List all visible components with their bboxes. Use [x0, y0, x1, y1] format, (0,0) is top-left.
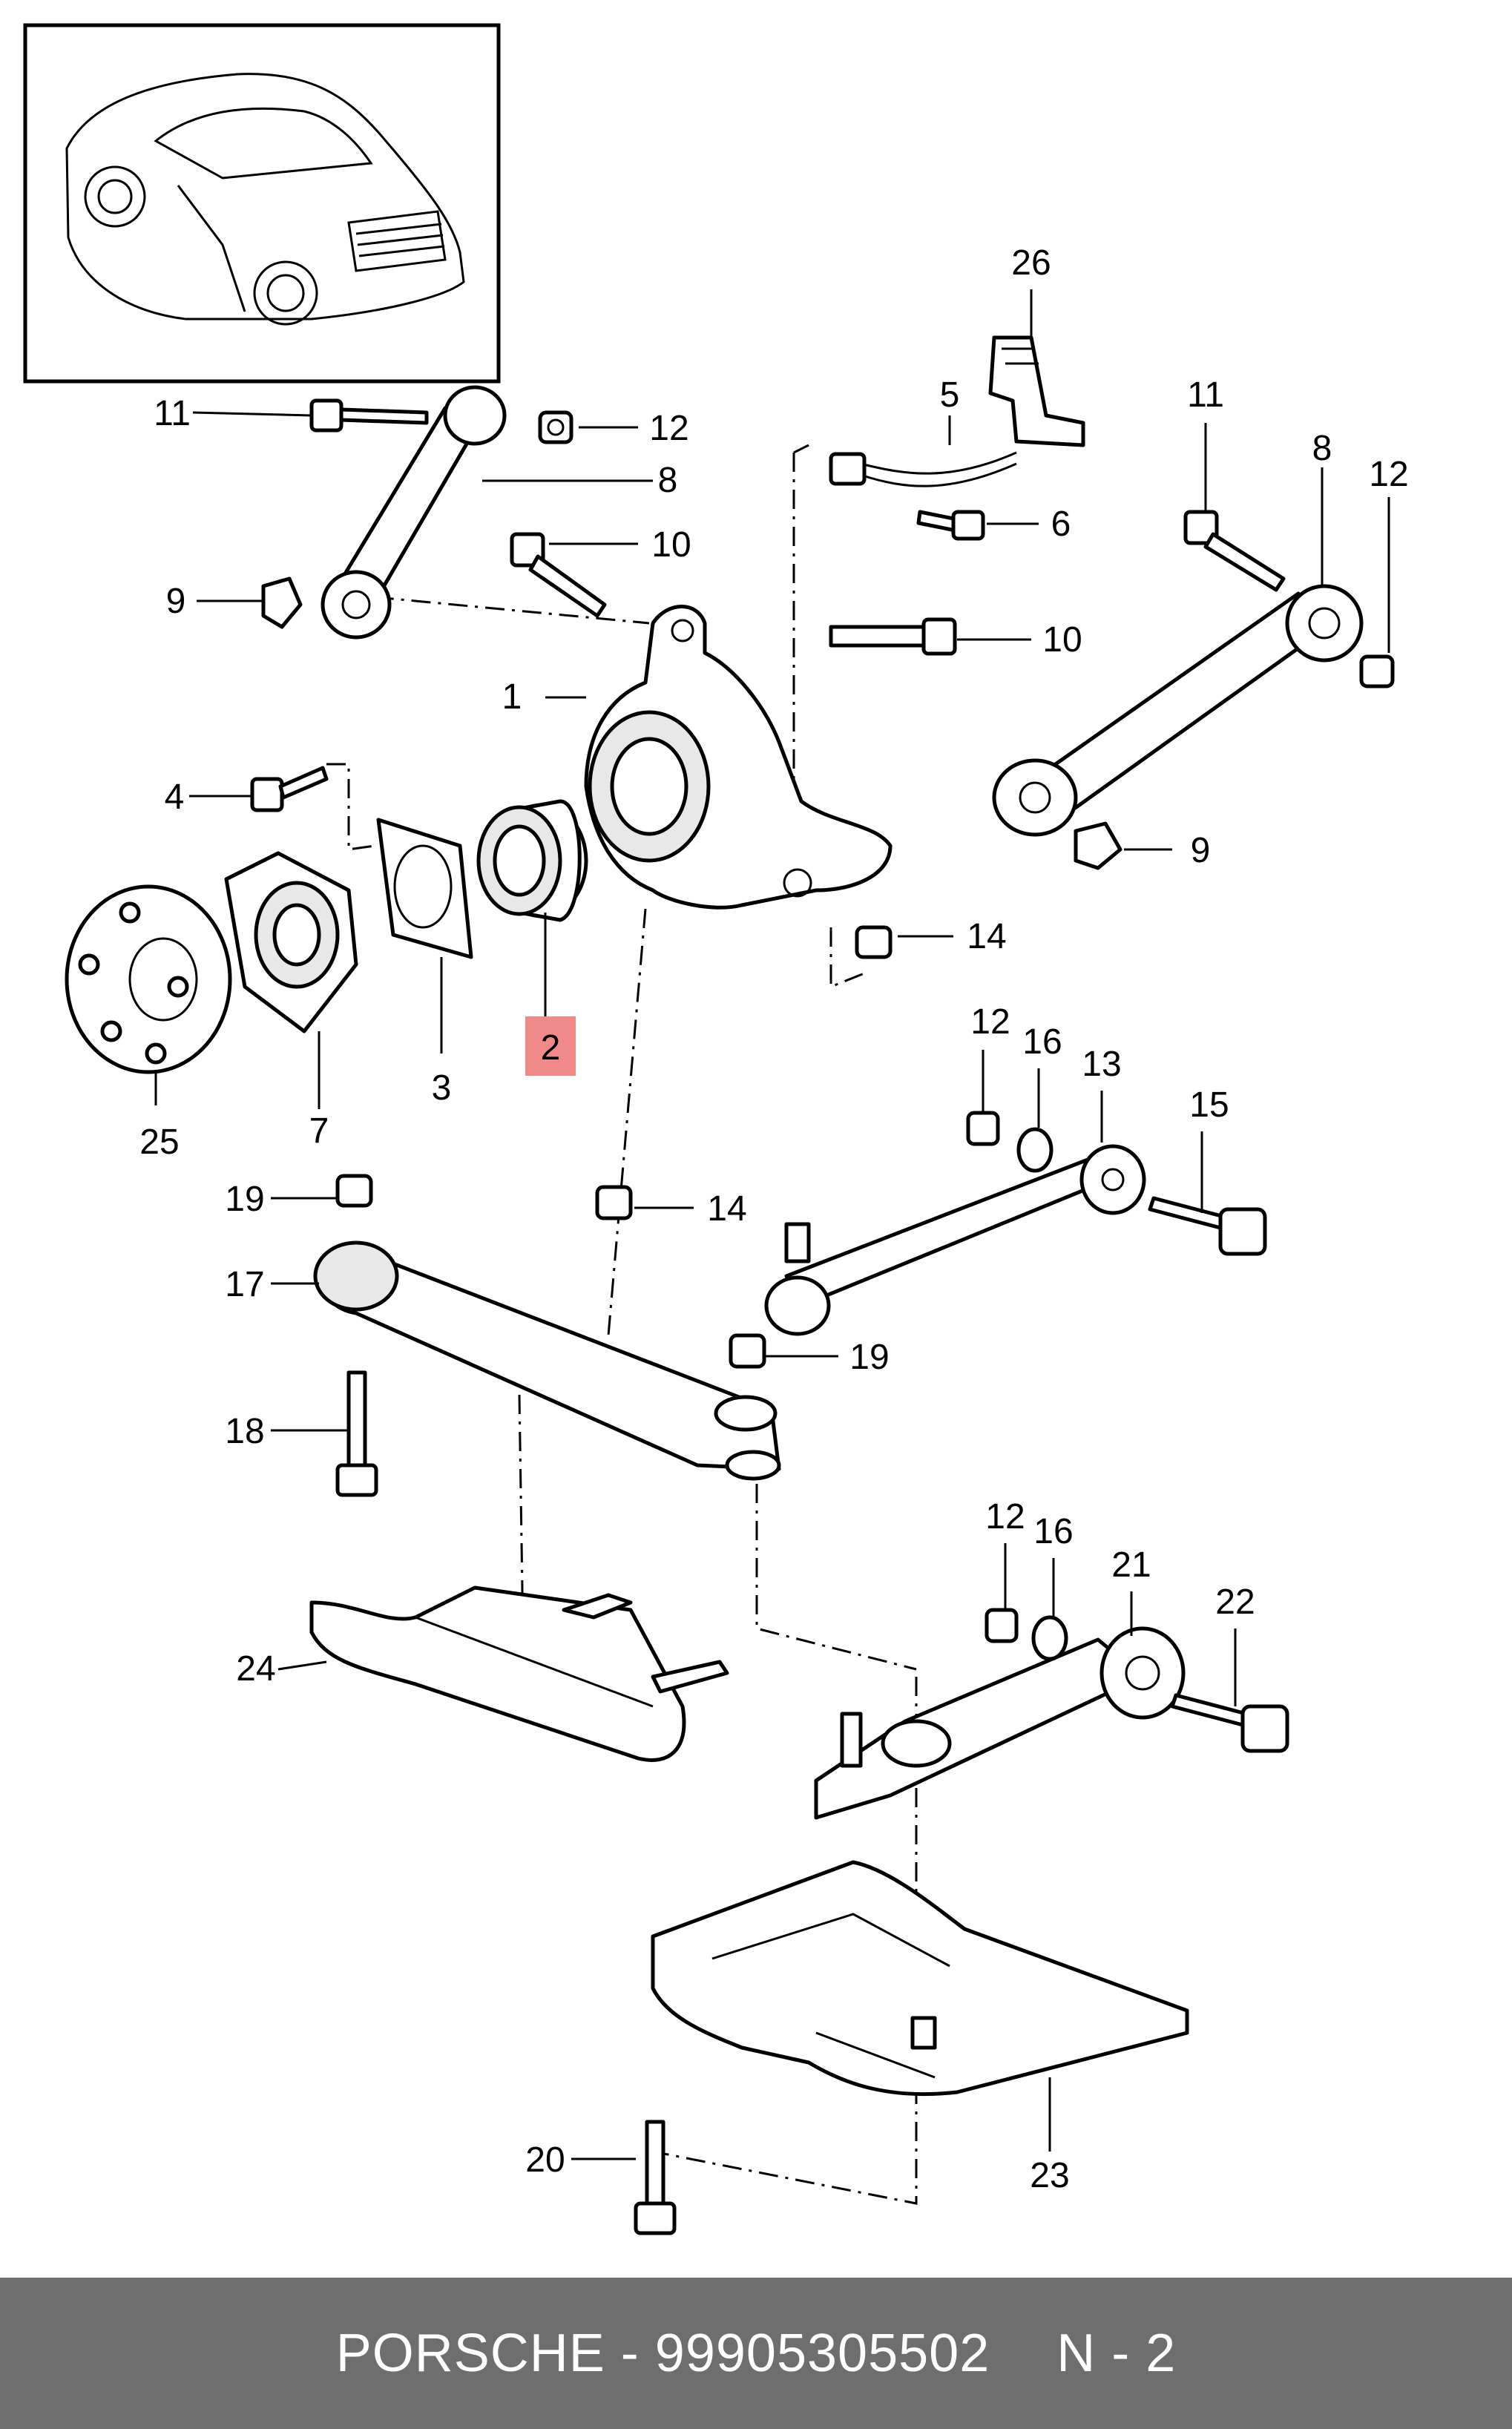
parts-diagram: 1 2 3 4 5 6 7 8 8 9 9 10 10 11 11 12 12 …	[23, 23, 1409, 2235]
nut-12-mid	[966, 1111, 1000, 1146]
callout-9-left: 9	[166, 582, 186, 621]
callout-10-side: 10	[1042, 620, 1082, 660]
callout-11-right: 11	[1187, 375, 1224, 415]
footer-bar: PORSCHE - 99905305502 N - 2	[0, 2278, 1512, 2429]
callout-12-mid: 12	[970, 1002, 1010, 1042]
panel-23	[651, 1860, 1189, 2097]
callout-12-top-left: 12	[649, 409, 688, 448]
callout-1: 1	[502, 677, 522, 717]
callout-6: 6	[1051, 504, 1071, 544]
callout-2-highlight	[525, 1016, 576, 1076]
nut-19-left	[335, 1174, 373, 1208]
callout-16-mid: 16	[1022, 1022, 1062, 1062]
wheel-bearing-2	[476, 799, 588, 922]
callout-21: 21	[1111, 1545, 1151, 1585]
callout-4: 4	[165, 778, 185, 817]
nut-12-right	[1359, 654, 1395, 688]
footer-part-number: 99905305502	[654, 2324, 990, 2383]
callout-17: 17	[225, 1265, 264, 1304]
nut-12-left	[538, 410, 573, 444]
car-inset	[23, 23, 501, 384]
callout-15: 15	[1189, 1085, 1229, 1125]
link-arm-13	[764, 1144, 1146, 1336]
nut-14-middle	[595, 1185, 633, 1220]
footer-page-code: N - 2	[1056, 2324, 1177, 2383]
callout-23: 23	[1030, 2156, 1069, 2195]
callout-19-left: 19	[225, 1180, 264, 1219]
callout-20: 20	[525, 2140, 565, 2180]
callout-11-left: 11	[154, 394, 191, 433]
wheel-carrier	[584, 605, 893, 910]
bolt-10-side	[829, 617, 957, 656]
callout-13: 13	[1082, 1045, 1121, 1084]
washer-16-mid	[1016, 1127, 1054, 1173]
bolt-11-left	[309, 398, 429, 433]
cover-24	[309, 1585, 729, 1762]
callout-22: 22	[1215, 1582, 1255, 1622]
callout-8-left: 8	[658, 461, 678, 500]
bolt-22	[1170, 1693, 1289, 1753]
upper-link-right	[992, 584, 1364, 837]
callout-19-right: 19	[849, 1338, 889, 1377]
upper-link-left	[321, 385, 507, 640]
speed-sensor-5	[829, 451, 1017, 487]
callout-2: 2	[541, 1028, 561, 1068]
bolt-4	[250, 766, 329, 812]
backing-plate-3	[376, 818, 473, 959]
bolt-18	[335, 1370, 378, 1497]
callout-12-top-right: 12	[1369, 455, 1408, 494]
callout-7: 7	[309, 1111, 329, 1151]
brake-disc-25	[65, 884, 232, 1074]
wheel-hub-7	[224, 851, 358, 1033]
bolt-6	[916, 510, 985, 541]
callout-labels: 1 2 3 4 5 6 7 8 8 9 9 10 10 11 11 12 12 …	[139, 243, 1408, 2195]
callout-10-upper: 10	[651, 525, 691, 565]
callout-25: 25	[139, 1123, 179, 1162]
footer-brand: PORSCHE	[335, 2324, 605, 2383]
nut-19-right	[729, 1333, 766, 1369]
callout-12-lower: 12	[985, 1497, 1025, 1536]
callout-leaders	[154, 289, 1390, 2160]
bolt-11-right	[1183, 510, 1286, 592]
nut-9-left	[261, 576, 303, 629]
washer-16-lower	[1031, 1615, 1068, 1661]
callout-3: 3	[432, 1068, 452, 1108]
lower-arm-21	[814, 1626, 1186, 1820]
callout-14-middle: 14	[707, 1189, 746, 1229]
footer-separator: -	[620, 2324, 640, 2383]
callout-18: 18	[225, 1412, 264, 1451]
bolt-10-upper	[510, 532, 607, 618]
callout-14-upper: 14	[967, 917, 1006, 956]
callout-26: 26	[1011, 243, 1051, 283]
callout-16-lower: 16	[1033, 1512, 1073, 1551]
bolt-15	[1148, 1196, 1267, 1256]
bolt-20	[634, 2120, 677, 2235]
nut-9-right	[1074, 821, 1123, 870]
callout-24: 24	[236, 1649, 275, 1689]
nut-12-lower	[985, 1608, 1019, 1643]
callout-5: 5	[940, 375, 960, 415]
callout-8-right: 8	[1312, 429, 1332, 468]
control-arm-17	[313, 1240, 781, 1481]
callout-9-right: 9	[1191, 831, 1211, 870]
bracket-26	[988, 335, 1085, 447]
nut-14-upper	[855, 925, 893, 959]
